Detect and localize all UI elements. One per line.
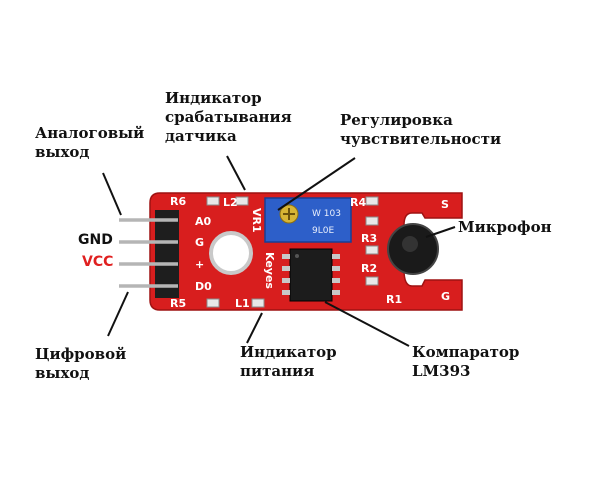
silk-vr1: VR1 [250,208,263,233]
resistor-r5 [206,298,220,308]
silk-r6: R6 [170,195,186,208]
led-l1 [251,298,265,308]
pointer-microphone [425,226,456,238]
label-sensitivity-adjust: Регулировка чувствительности [340,111,502,148]
pointer-comparator [324,301,410,347]
resistor-r4 [365,196,379,206]
mounting-hole [209,231,253,275]
led-l2 [235,196,249,206]
label-power-indicator: Индикатор питания [240,343,337,380]
silk-l2: L2 [223,196,238,209]
label-trigger-indicator: Индикатор срабатывания датчика [165,89,292,145]
silk-r2: R2 [361,262,377,275]
pin-label-vcc: VCC [82,254,114,270]
pin-header [119,210,179,298]
pin-label-gnd: GND [78,232,113,248]
label-digital-output: Цифровой выход [35,345,127,382]
pin-header-block [155,210,179,298]
silk-g-right: G [441,290,450,303]
silk-g: G [195,236,204,249]
resistor-r2 [365,276,379,286]
resistor-r3 [365,245,379,255]
label-microphone: Микрофон [458,218,552,236]
pot-marking-bottom: 9L0E [312,226,334,236]
label-comparator: Компаратор LM393 [412,343,520,380]
pointer-trigger-led [226,155,246,191]
silk-r1: R1 [386,293,402,306]
capacitor-top [365,216,379,226]
comparator-chip [282,248,340,302]
pointer-digital [107,291,129,337]
silk-r3: R3 [361,232,377,245]
silk-a0: A0 [195,215,212,228]
silk-s: S [441,198,449,211]
pointer-analog [102,172,122,216]
pointer-power-led [246,312,263,344]
pot-marking-top: W 103 [312,209,341,219]
smd-components [206,196,379,308]
pointer-sensitivity [277,157,356,211]
microphone [387,223,439,275]
silk-d0: D0 [195,280,212,293]
silk-keyes: Keyes [263,252,276,289]
pointer-lines [102,155,456,347]
potentiometer: W 103 9L0E [264,197,352,243]
silk-r4: R4 [350,196,366,209]
resistor-r6 [206,196,220,206]
silk-plus: + [195,258,204,271]
silk-r5: R5 [170,297,186,310]
label-analog-output: Аналоговый выход [35,124,145,161]
silkscreen: R6 L2 R4 A0 G + D0 R5 L1 R3 R2 R1 S G VR… [170,195,450,310]
silk-l1: L1 [235,297,250,310]
